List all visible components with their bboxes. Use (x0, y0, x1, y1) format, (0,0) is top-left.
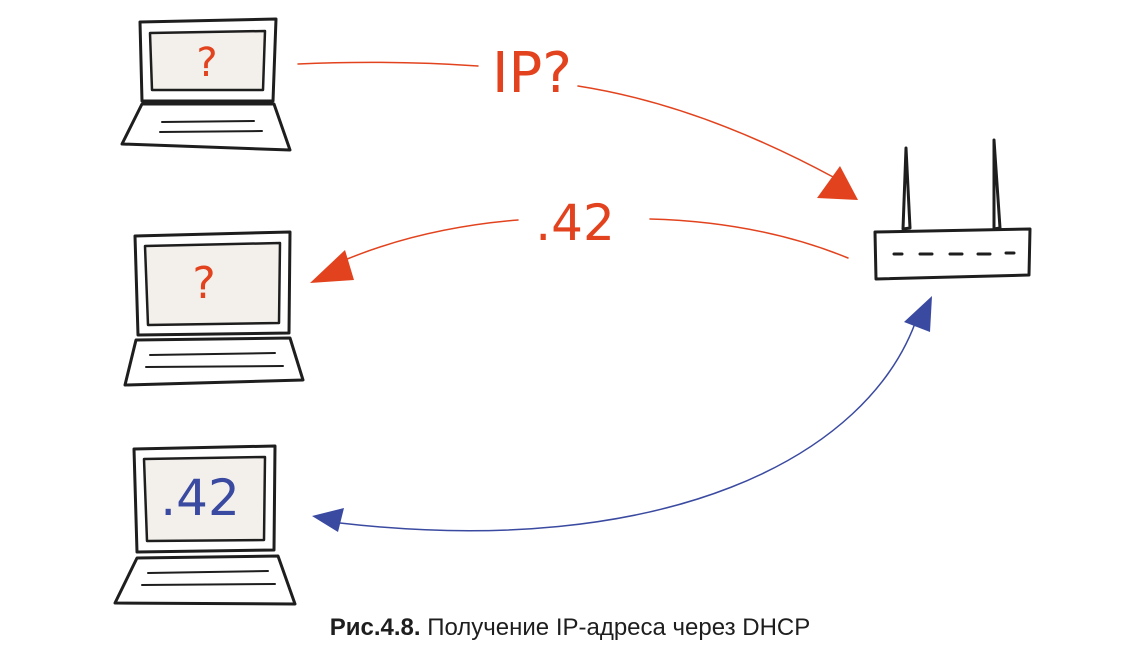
ack-arrowhead-laptop (312, 508, 344, 532)
request-arrow: IP? (297, 41, 858, 200)
laptop-bottom-screen (144, 457, 265, 541)
request-label: IP? (492, 41, 572, 106)
laptop-client-top: ? (120, 17, 292, 152)
laptop-middle-screen (145, 243, 280, 325)
laptop-top-lid (138, 17, 278, 103)
request-arrowhead (817, 166, 858, 200)
figure-number: Рис.4.8. (329, 614, 421, 641)
figure-caption: Рис.4.8. Получение IP-адреса через DHCP (0, 614, 1140, 642)
laptop-bottom-base (113, 554, 297, 606)
offer-arrowhead (310, 250, 354, 283)
router-body (873, 227, 1032, 281)
router (873, 138, 1032, 281)
laptop-client-bottom: .42 (113, 444, 297, 606)
ack-arrow (312, 296, 932, 532)
laptop-top-screen-label: ? (196, 40, 217, 86)
router-antenna-right (992, 138, 1002, 231)
figure-caption-text: Получение IP-адреса через DHCP (420, 614, 811, 641)
laptop-middle-screen-label: ? (192, 258, 215, 309)
router-antenna-left (901, 146, 912, 231)
router-indicator-lights (892, 251, 1016, 256)
laptop-top-screen (150, 31, 265, 90)
offer-label: .42 (535, 194, 615, 252)
laptop-middle-lid (133, 230, 292, 337)
laptop-client-middle: ? (123, 230, 305, 387)
laptop-bottom-screen-label: .42 (160, 469, 240, 527)
offer-arrow: .42 (310, 194, 849, 283)
laptop-middle-base (123, 336, 305, 387)
laptop-top-base (120, 102, 292, 152)
dhcp-diagram: ? ? .42 IP? .42 (113, 17, 1032, 606)
ack-arrowhead-router (904, 296, 932, 332)
laptop-bottom-lid (132, 444, 277, 554)
